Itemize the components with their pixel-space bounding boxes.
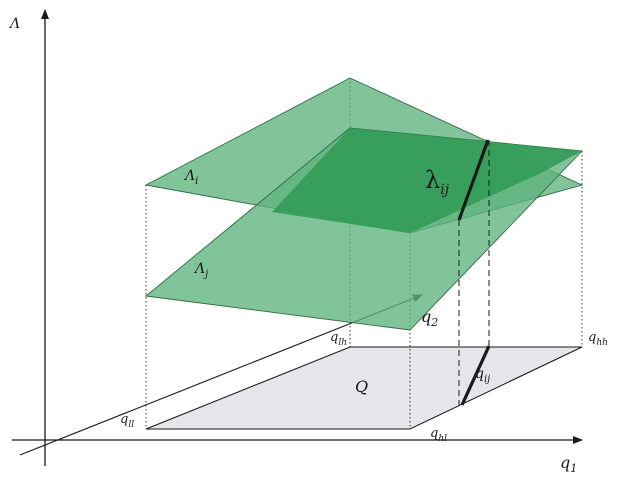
plane-lower-label: Λj	[193, 261, 208, 280]
axis-q2-label: q2	[421, 307, 438, 329]
corner-lh-label: qlh	[330, 330, 347, 348]
intersection-projection-lines	[458, 140, 490, 405]
projection-label: qij	[475, 366, 490, 385]
corner-hh-label: qhh	[588, 330, 608, 348]
plane-overlap	[272, 128, 582, 233]
axis-q1-label: q1	[560, 453, 577, 475]
corner-ll-label: qll	[120, 412, 134, 430]
intersection-label: λij	[425, 166, 450, 198]
axis-vertical-label: Λ	[8, 16, 20, 32]
intersection-line	[457, 139, 490, 221]
region-label: Q	[355, 377, 368, 396]
projected-line	[460, 345, 491, 406]
region-q	[145, 346, 583, 430]
plane-upper-label: Λi	[183, 168, 198, 187]
corner-hl-label: qhl	[430, 426, 447, 444]
